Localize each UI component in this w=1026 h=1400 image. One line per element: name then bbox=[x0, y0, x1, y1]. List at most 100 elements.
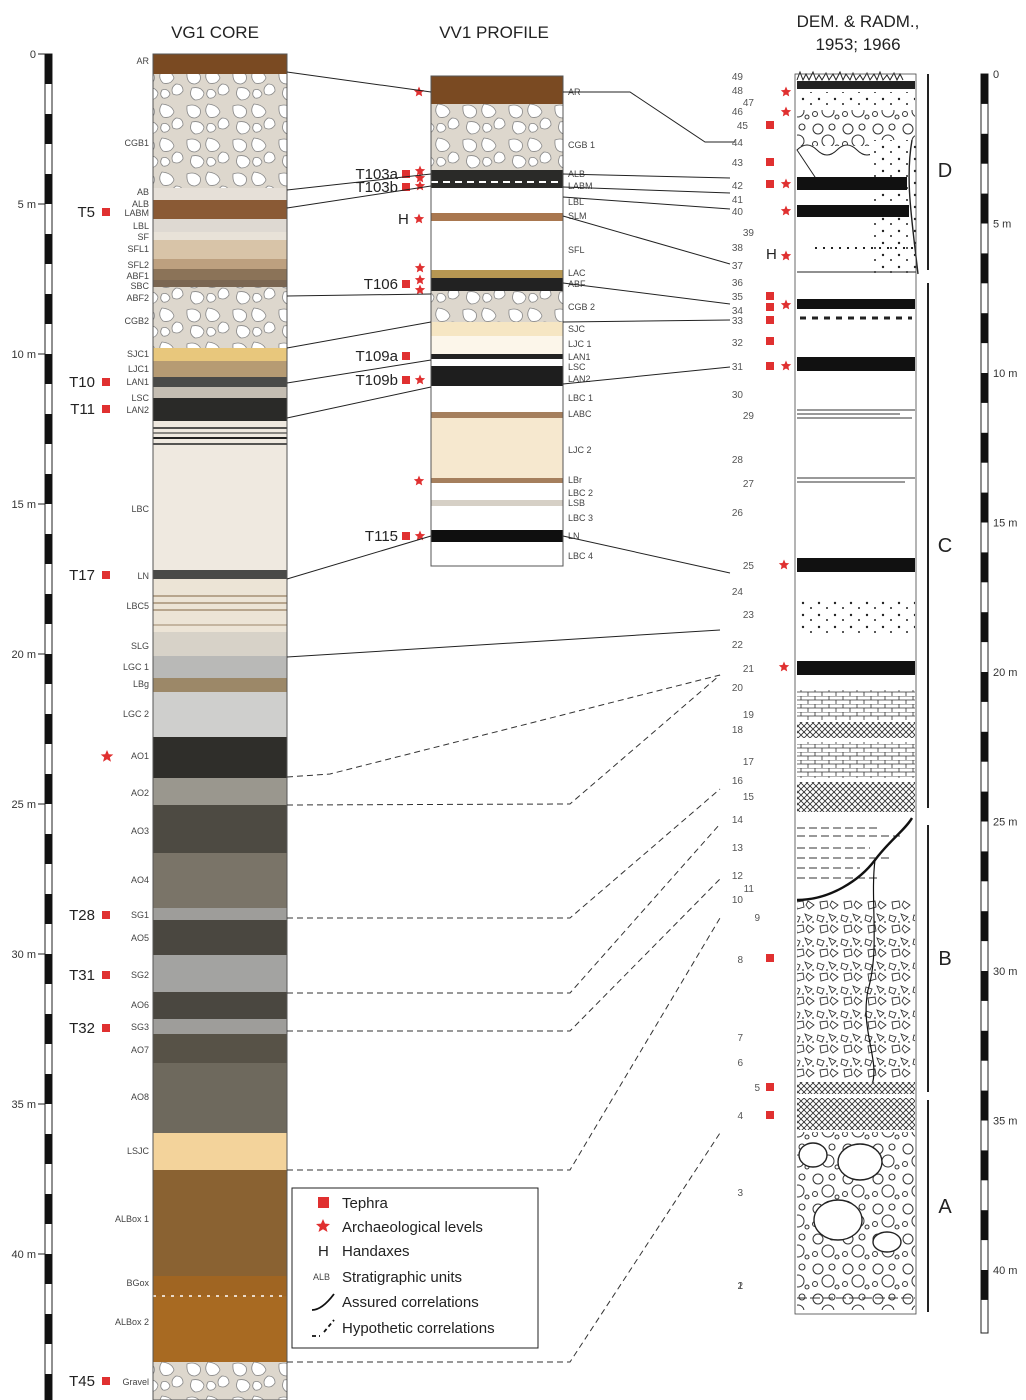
right-scale-label: 5 m bbox=[993, 219, 1011, 231]
vg1-unit-label: LN bbox=[137, 571, 149, 581]
vv1-archaeo-star bbox=[415, 275, 425, 285]
vg1-layer-ao4 bbox=[153, 853, 287, 908]
right-scale-segment bbox=[981, 134, 988, 164]
dem-unit-number: 46 bbox=[732, 107, 744, 118]
vg1-tephra-label: T32 bbox=[69, 1020, 95, 1037]
vg1-unit-label: SG2 bbox=[131, 970, 149, 980]
vg1-unit-label: AO4 bbox=[131, 875, 149, 885]
assured-slg bbox=[287, 630, 720, 657]
dem-unit-number: 33 bbox=[732, 316, 744, 327]
vg1-unit-label: AO6 bbox=[131, 1000, 149, 1010]
vg1-unit-label: SFL1 bbox=[127, 244, 149, 254]
dem-unit-number: 37 bbox=[732, 261, 744, 272]
right-scale-segment bbox=[981, 194, 988, 224]
left-scale-label: 25 m bbox=[12, 799, 36, 811]
vv1-layer-sfl bbox=[431, 221, 563, 270]
vv1-layer-ar bbox=[431, 76, 563, 104]
vv1-dem-cgb2 bbox=[563, 320, 730, 322]
vg1-unit-label: SF bbox=[137, 232, 149, 242]
left-scale-segment bbox=[45, 354, 52, 384]
vv1-layer-lbc-1 bbox=[431, 386, 563, 412]
vg1-layer-ar bbox=[153, 54, 287, 74]
vg1-tephra-label: T11 bbox=[70, 401, 95, 418]
vv1-archaeo-star bbox=[415, 263, 425, 273]
vg1-layer-lbg bbox=[153, 678, 287, 692]
right-scale-label: 20 m bbox=[993, 667, 1017, 679]
left-scale-label: 30 m bbox=[12, 949, 36, 961]
vg1-tephra-label: T28 bbox=[69, 907, 95, 924]
right-scale-label: 10 m bbox=[993, 368, 1017, 380]
vg1-unit-label: LABM bbox=[124, 208, 149, 218]
dem-unit-number: 47 bbox=[743, 98, 755, 109]
left-scale-segment bbox=[45, 1134, 52, 1164]
right-scale-segment bbox=[981, 433, 988, 463]
vg1-tephra-square bbox=[102, 571, 110, 579]
vv1-unit-label: LAC bbox=[568, 268, 586, 278]
dem-tephra-markers bbox=[766, 121, 774, 1119]
vv1-unit-label: LAN1 bbox=[568, 352, 591, 362]
vg1-tephra-square bbox=[102, 405, 110, 413]
vg1-tephra-label: T5 bbox=[77, 204, 95, 221]
right-scale-segment bbox=[981, 911, 988, 941]
vg1-unit-label: ABF2 bbox=[126, 293, 149, 303]
right-scale-segment bbox=[981, 792, 988, 822]
left-scale-label: 20 m bbox=[12, 649, 36, 661]
vg1-layer-sfl2 bbox=[153, 259, 287, 269]
dem-archaeo-star bbox=[781, 300, 791, 310]
right-scale-label: 15 m bbox=[993, 518, 1017, 530]
vg1-unit-label: LAN2 bbox=[126, 405, 149, 415]
vg1-layer-cgb1 bbox=[153, 74, 287, 188]
dem-unit-number: 30 bbox=[732, 390, 744, 401]
dem-archaeo-stars bbox=[779, 87, 791, 672]
vv1-layer-cgb-1 bbox=[431, 104, 563, 170]
right-scale-segment bbox=[981, 971, 988, 1001]
vg1-layer-sbc bbox=[153, 280, 287, 287]
dem-archaeo-star bbox=[779, 560, 789, 570]
vg1-layer-lsjc bbox=[153, 1133, 287, 1170]
dem-unit-number: 10 bbox=[732, 895, 744, 906]
vg1-unit-label: AB bbox=[137, 187, 149, 197]
dem-unit-number: 21 bbox=[743, 664, 755, 675]
vg1-layer-sjc1 bbox=[153, 348, 287, 361]
vg1-core-column: ARCGB1ABALBLABMLBLSFSFL1SFL2ABF1SBCABF2C… bbox=[69, 54, 287, 1400]
vv1-title: VV1 PROFILE bbox=[439, 23, 549, 42]
vg1-layer-albox-1 bbox=[153, 1170, 287, 1276]
vg1-layer-ab bbox=[153, 188, 287, 196]
vg1-layer-ao6 bbox=[153, 992, 287, 1019]
vv1-unit-label: LSB bbox=[568, 498, 585, 508]
dem-handaxe: H bbox=[766, 246, 777, 263]
vg1-layer-sg2 bbox=[153, 955, 287, 992]
right-scale-segment bbox=[981, 672, 988, 702]
vg1-unit-label: SFL2 bbox=[127, 260, 149, 270]
vg1-unit-label: AO2 bbox=[131, 788, 149, 798]
dem-unit-number: 3 bbox=[737, 1188, 743, 1199]
vv1-unit-label: SFL bbox=[568, 245, 585, 255]
vv1-unit-label: LJC 2 bbox=[568, 445, 592, 455]
legend-strat: Stratigraphic units bbox=[342, 1269, 462, 1286]
vv1-archaeo-star bbox=[414, 87, 424, 97]
dem-unit-number: 26 bbox=[732, 508, 744, 519]
vg1-tephra-label: T31 bbox=[69, 967, 95, 984]
left-scale-segment bbox=[45, 474, 52, 504]
vg1-layer-lgc-2 bbox=[153, 692, 287, 737]
vv1-archaeo-star bbox=[415, 375, 425, 385]
vg1-tephra-square bbox=[102, 378, 110, 386]
dem-unit-number: 16 bbox=[732, 776, 744, 787]
left-scale-label: 15 m bbox=[12, 499, 36, 511]
dem-archaeo-star bbox=[781, 179, 791, 189]
right-scale-segment bbox=[981, 74, 988, 104]
vv1-dem-lbl bbox=[563, 197, 730, 209]
vv1-unit-label: SJC bbox=[568, 324, 586, 334]
vg1-unit-label: LBg bbox=[133, 679, 149, 689]
dem-tephra-square bbox=[766, 121, 774, 129]
left-scale-segment bbox=[45, 714, 52, 744]
vv1-archaeo-star bbox=[415, 285, 425, 295]
right-scale-label: 25 m bbox=[993, 817, 1017, 829]
vg1-unit-label: AO5 bbox=[131, 933, 149, 943]
vv1-tephra-label: T115 bbox=[365, 528, 398, 545]
dem-tephra-square bbox=[766, 1111, 774, 1119]
dem-unit-number: 18 bbox=[732, 725, 744, 736]
vg1-layer-ao5 bbox=[153, 920, 287, 955]
vv1-layer-lan2 bbox=[431, 366, 563, 386]
dem-unit-number: 8 bbox=[737, 955, 743, 966]
